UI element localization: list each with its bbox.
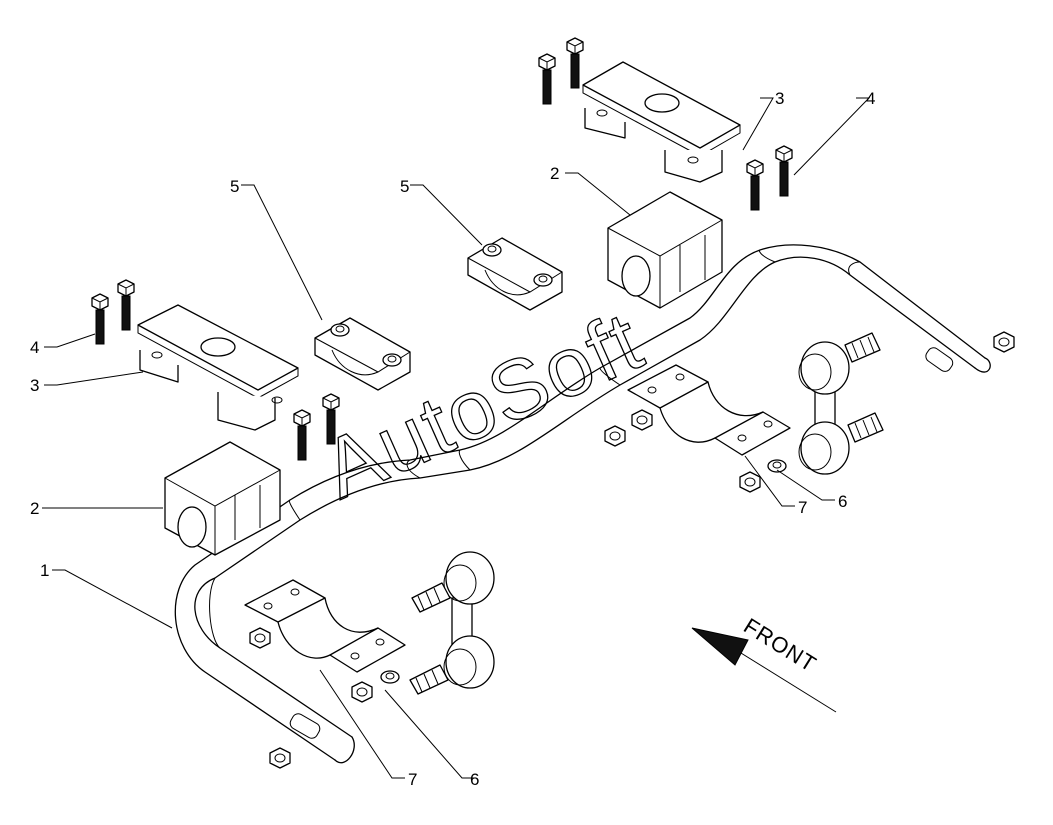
- callout-2-right: 2: [550, 164, 559, 183]
- callout-7-rear: 7: [798, 498, 807, 517]
- callout-5-right: 5: [400, 177, 409, 196]
- strap-bracket-rear: [627, 364, 791, 456]
- callout-3-right: 3: [775, 89, 784, 108]
- callout-4-right: 4: [866, 89, 875, 108]
- end-link-rear: [798, 332, 884, 475]
- bracket-left: [137, 304, 299, 431]
- callout-4-left: 4: [30, 338, 39, 357]
- bolts-right-upper: [538, 37, 584, 105]
- callout-6-rear: 6: [838, 492, 847, 511]
- callout-3-left: 3: [30, 376, 39, 395]
- bushing-right: [607, 191, 723, 309]
- callout-5-left: 5: [230, 177, 239, 196]
- callout-7-front: 7: [408, 770, 417, 789]
- callout-labels: 1 2 2 3 3 4 4 5 5 6 6 7 7: [30, 89, 875, 789]
- bolts-right-lower: [746, 145, 793, 211]
- stabilizer-bar: [174, 244, 991, 764]
- bushing-left: [164, 441, 281, 556]
- end-link-front: [409, 551, 495, 695]
- bolts-left-upper: [91, 279, 135, 345]
- callout-2-left: 2: [30, 499, 39, 518]
- clamp-left: [314, 317, 411, 391]
- front-arrow-icon: [691, 627, 837, 713]
- callout-6-front: 6: [470, 770, 479, 789]
- clamp-right: [467, 237, 563, 311]
- callout-1: 1: [40, 561, 49, 580]
- front-label: FRONT: [739, 613, 821, 677]
- strap-bracket-front: [244, 579, 406, 673]
- bracket-right: [582, 61, 741, 183]
- leader-lines: [42, 97, 871, 779]
